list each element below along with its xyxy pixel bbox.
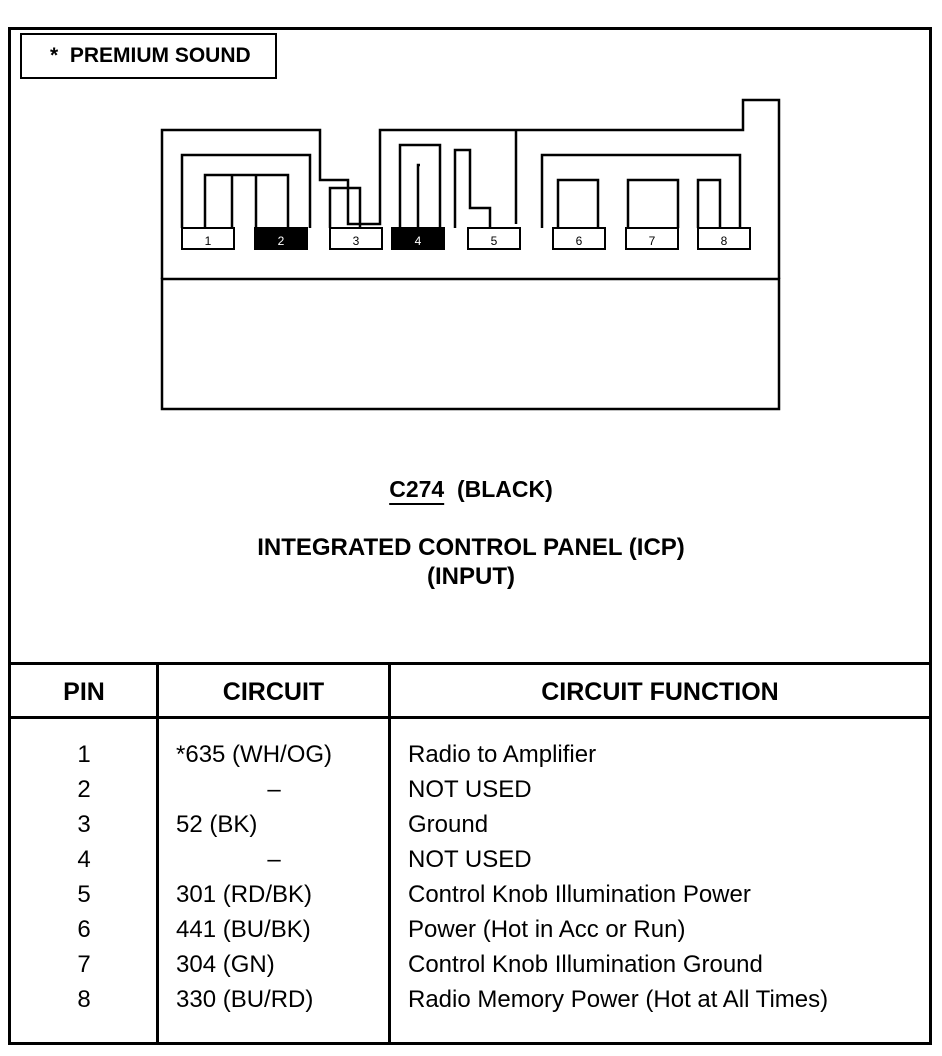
table-row: 4 – NOT USED [11, 846, 929, 881]
pin-cell: 5 [77, 881, 91, 908]
cavity-group-1-2 [180, 153, 312, 228]
function-cell: Control Knob Illumination Ground [408, 951, 763, 978]
pin-layer: 1 2 3 4 5 6 7 8 [181, 227, 751, 250]
connector-id: C274 [389, 476, 445, 502]
pin-number-4: 4 [415, 234, 422, 248]
cavity-group-3-4 [328, 143, 492, 228]
pin-number-2: 2 [278, 234, 285, 248]
premium-sound-legend: * PREMIUM SOUND [20, 33, 277, 79]
circuit-cell: 304 (GN) [176, 951, 275, 978]
pin-cavity-2 [254, 227, 308, 250]
header-pin: PIN [63, 678, 105, 706]
pin-cell: 1 [77, 741, 91, 768]
circuit-cell: 301 (RD/BK) [176, 881, 313, 908]
pin-number-8: 8 [721, 234, 728, 248]
pin-cavity-5 [467, 227, 521, 250]
pin-cell: 8 [77, 986, 91, 1013]
pin-number-3: 3 [353, 234, 360, 248]
connector-label: C274 (BLACK) [0, 476, 942, 503]
function-cell: Radio Memory Power (Hot at All Times) [408, 986, 829, 1013]
table-divider-1 [156, 662, 159, 1042]
pin-number-1: 1 [205, 234, 212, 248]
table-row: 7 304 (GN) Control Knob Illumination Groun… [11, 951, 929, 986]
table-top-rule [11, 662, 929, 665]
pin-cell: 4 [77, 846, 91, 873]
pin-8: 8 [697, 227, 751, 250]
table-row: 1 *635 (WH/OG) Radio to Amplifier [11, 741, 929, 776]
table-row: 6 441 (BU/BK) Power (Hot in Acc or Run) [11, 916, 929, 951]
connector-subtitle: (INPUT) [427, 563, 515, 590]
pin-1: 1 [181, 227, 235, 250]
function-cell: Power (Hot in Acc or Run) [408, 916, 686, 943]
table-row: 3 52 (BK) Ground [11, 811, 929, 846]
pin-3: 3 [329, 227, 383, 250]
pin-5: 5 [467, 227, 521, 250]
diagram-frame [8, 27, 932, 1045]
circuit-cell: – [267, 846, 281, 873]
function-cell: NOT USED [408, 846, 532, 873]
pin-table: PIN CIRCUIT CIRCUIT FUNCTION 1 *635 (WH/O… [11, 662, 929, 1042]
circuit-cell: 441 (BU/BK) [176, 916, 311, 943]
pin-cavity-4 [391, 227, 445, 250]
connector-color: (BLACK) [456, 476, 553, 502]
pin-cell: 6 [77, 916, 91, 943]
header-circuit: CIRCUIT [222, 678, 325, 706]
circuit-cell: 52 (BK) [176, 811, 258, 838]
circuit-cell: *635 (WH/OG) [176, 741, 333, 768]
circuit-cell: – [267, 776, 281, 803]
cavity-group-6-8 [540, 153, 742, 228]
function-cell: Radio to Amplifier [408, 741, 597, 768]
legend-text: * PREMIUM SOUND [50, 44, 251, 67]
table-row: 5 301 (RD/BK) Control Knob Illumination Po… [11, 881, 929, 916]
pin-cell: 7 [77, 951, 91, 978]
pin-6: 6 [552, 227, 606, 250]
table-row: 8 330 (BU/RD) Radio Memory Power (Hot at A… [11, 986, 929, 1021]
pin-number-6: 6 [576, 234, 583, 248]
pin-cell: 3 [77, 811, 91, 838]
pin-cavity-6 [552, 227, 606, 250]
pin-cavity-3 [329, 227, 383, 250]
function-cell: NOT USED [408, 776, 532, 803]
connector-face-diagram: 1 2 3 4 5 6 7 8 [160, 98, 781, 411]
pin-4: 4 [391, 227, 445, 250]
circuit-cell: 330 (BU/RD) [176, 986, 314, 1013]
pin-number-5: 5 [491, 234, 498, 248]
header-function: CIRCUIT FUNCTION [541, 678, 779, 706]
pin-cell: 2 [77, 776, 91, 803]
function-cell: Ground [408, 811, 489, 838]
pin-2: 2 [254, 227, 308, 250]
pin-7: 7 [625, 227, 679, 250]
connector-housing-lower [160, 277, 781, 411]
pin-number-7: 7 [649, 234, 656, 248]
table-divider-2 [388, 662, 391, 1042]
pin-cavity-8 [697, 227, 751, 250]
connector-housing-outline [160, 98, 781, 279]
pin-cavity-1 [181, 227, 235, 250]
table-row: 2 – NOT USED [11, 776, 929, 811]
table-header-rule [11, 716, 929, 719]
connector-name: INTEGRATED CONTROL PANEL (ICP) [257, 534, 685, 561]
function-cell: Control Knob Illumination Power [408, 881, 751, 908]
pin-cavity-7 [625, 227, 679, 250]
